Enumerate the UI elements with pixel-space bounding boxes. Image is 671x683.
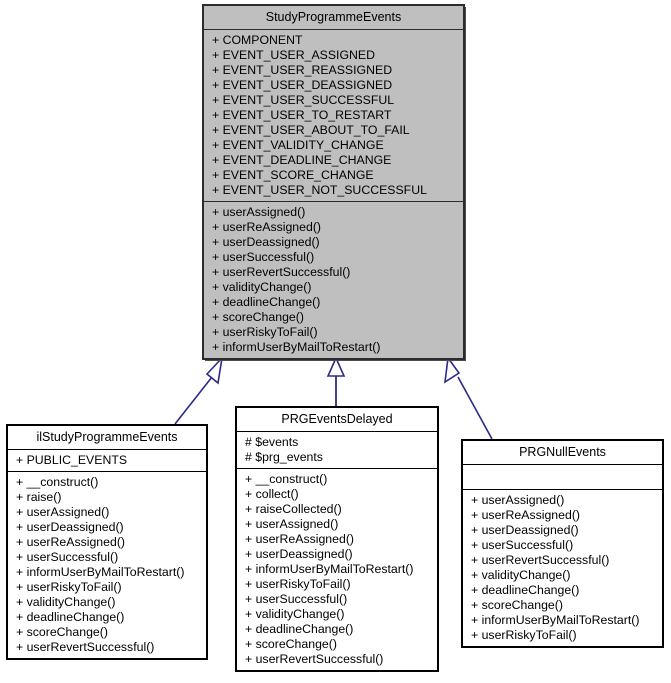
- methods-compartment-ilstudyprogrammeevents: + __construct() + raise() + userAssigned…: [8, 472, 206, 658]
- attribute-row: + EVENT_SCORE_CHANGE: [212, 168, 374, 182]
- attribute-row: + EVENT_USER_NOT_SUCCESSFUL: [212, 183, 427, 197]
- generalization-middle: [326, 356, 346, 406]
- method-row: + validityChange(): [16, 595, 116, 609]
- divider: [8, 449, 206, 450]
- attribute-row: + EVENT_USER_REASSIGNED: [212, 63, 393, 77]
- class-box-prgnullevents[interactable]: PRGNullEvents + userAssigned() + userReA…: [461, 439, 664, 648]
- attribute-row: + EVENT_USER_ASSIGNED: [212, 48, 375, 62]
- method-row: + __construct(): [245, 472, 328, 486]
- method-row: + userRiskyToFail(): [471, 628, 577, 642]
- class-box-prgeventsdelayed[interactable]: PRGEventsDelayed # $events # $prg_events…: [235, 406, 439, 672]
- method-row: + userAssigned(): [471, 493, 565, 507]
- method-row: + userSuccessful(): [245, 592, 348, 606]
- method-row: + userReAssigned(): [471, 508, 581, 522]
- method-row: + userRevertSuccessful(): [245, 652, 384, 666]
- class-title-studyprogrammeevents: StudyProgrammeEvents: [265, 10, 402, 24]
- method-row: + userDeassigned(): [471, 523, 579, 537]
- divider: [463, 489, 662, 490]
- attribute-row: + EVENT_USER_DEASSIGNED: [212, 78, 393, 92]
- method-row: + raise(): [16, 490, 62, 504]
- method-row: + userDeassigned(): [212, 235, 320, 249]
- divider: [204, 29, 463, 30]
- generalization-right: [443, 355, 493, 440]
- method-row: + collect(): [245, 487, 299, 501]
- method-row: + scoreChange(): [471, 598, 563, 612]
- class-title-ilstudyprogrammeevents: ilStudyProgrammeEvents: [36, 430, 178, 444]
- method-row: + validityChange(): [245, 607, 345, 621]
- attribute-row: # $events: [245, 435, 299, 449]
- method-row: + informUserByMailToRestart(): [16, 565, 185, 579]
- method-row: + userRevertSuccessful(): [212, 265, 351, 279]
- divider: [237, 431, 437, 432]
- method-row: + raiseCollected(): [245, 502, 342, 516]
- attribute-row: + PUBLIC_EVENTS: [16, 453, 128, 467]
- class-box-ilstudyprogrammeevents[interactable]: ilStudyProgrammeEvents + PUBLIC_EVENTS +…: [6, 424, 208, 660]
- attribute-row: # $prg_events: [245, 450, 323, 464]
- method-row: + userDeassigned(): [245, 547, 353, 561]
- method-row: + validityChange(): [212, 280, 312, 294]
- method-row: + userRiskyToFail(): [212, 325, 318, 339]
- method-row: + userReAssigned(): [245, 532, 355, 546]
- attribute-row: + EVENT_USER_SUCCESSFUL: [212, 93, 395, 107]
- generalization-left: [174, 355, 224, 425]
- method-row: + informUserByMailToRestart(): [245, 562, 414, 576]
- method-row: + deadlineChange(): [245, 622, 354, 636]
- method-row: + informUserByMailToRestart(): [471, 613, 640, 627]
- attribute-row: + COMPONENT: [212, 33, 303, 47]
- attribute-row-empty: [471, 468, 658, 483]
- method-row: + userSuccessful(): [212, 250, 315, 264]
- attribute-row: + EVENT_DEADLINE_CHANGE: [212, 153, 392, 167]
- method-row: + userReAssigned(): [212, 220, 322, 234]
- class-title-prgnullevents: PRGNullEvents: [519, 445, 606, 459]
- method-row: + userAssigned(): [212, 205, 306, 219]
- divider: [204, 201, 463, 202]
- methods-compartment-studyprogrammeevents: + userAssigned() + userReAssigned() + us…: [204, 202, 463, 358]
- attribute-row: + EVENT_VALIDITY_CHANGE: [212, 138, 384, 152]
- method-row: + userRiskyToFail(): [245, 577, 351, 591]
- attributes-compartment-studyprogrammeevents: + COMPONENT + EVENT_USER_ASSIGNED + EVEN…: [204, 30, 463, 201]
- attribute-row: + EVENT_USER_TO_RESTART: [212, 108, 392, 122]
- divider: [237, 468, 437, 469]
- method-row: + informUserByMailToRestart(): [212, 340, 381, 354]
- method-row: + userRiskyToFail(): [16, 580, 122, 594]
- method-row: + userRevertSuccessful(): [471, 553, 610, 567]
- method-row: + userSuccessful(): [16, 550, 119, 564]
- method-row: + scoreChange(): [245, 637, 337, 651]
- attributes-compartment-prgnullevents: [463, 465, 662, 489]
- attributes-compartment-ilstudyprogrammeevents: + PUBLIC_EVENTS: [8, 450, 206, 471]
- divider: [463, 464, 662, 465]
- method-row: + userDeassigned(): [16, 520, 124, 534]
- method-row: + scoreChange(): [212, 310, 304, 324]
- methods-compartment-prgeventsdelayed: + __construct() + collect() + raiseColle…: [237, 469, 437, 670]
- method-row: + userRevertSuccessful(): [16, 640, 155, 654]
- method-row: + scoreChange(): [16, 625, 108, 639]
- method-row: + userAssigned(): [245, 517, 339, 531]
- method-row: + userReAssigned(): [16, 535, 126, 549]
- methods-compartment-prgnullevents: + userAssigned() + userReAssigned() + us…: [463, 490, 662, 646]
- method-row: + validityChange(): [471, 568, 571, 582]
- divider: [8, 471, 206, 472]
- method-row: + userSuccessful(): [471, 538, 574, 552]
- class-title-prgeventsdelayed: PRGEventsDelayed: [281, 412, 393, 426]
- method-row: + userAssigned(): [16, 505, 110, 519]
- method-row: + __construct(): [16, 475, 99, 489]
- attributes-compartment-prgeventsdelayed: # $events # $prg_events: [237, 432, 437, 468]
- method-row: + deadlineChange(): [212, 295, 321, 309]
- class-box-studyprogrammeevents[interactable]: StudyProgrammeEvents + COMPONENT + EVENT…: [202, 4, 465, 360]
- method-row: + deadlineChange(): [16, 610, 125, 624]
- method-row: + deadlineChange(): [471, 583, 580, 597]
- attribute-row: + EVENT_USER_ABOUT_TO_FAIL: [212, 123, 410, 137]
